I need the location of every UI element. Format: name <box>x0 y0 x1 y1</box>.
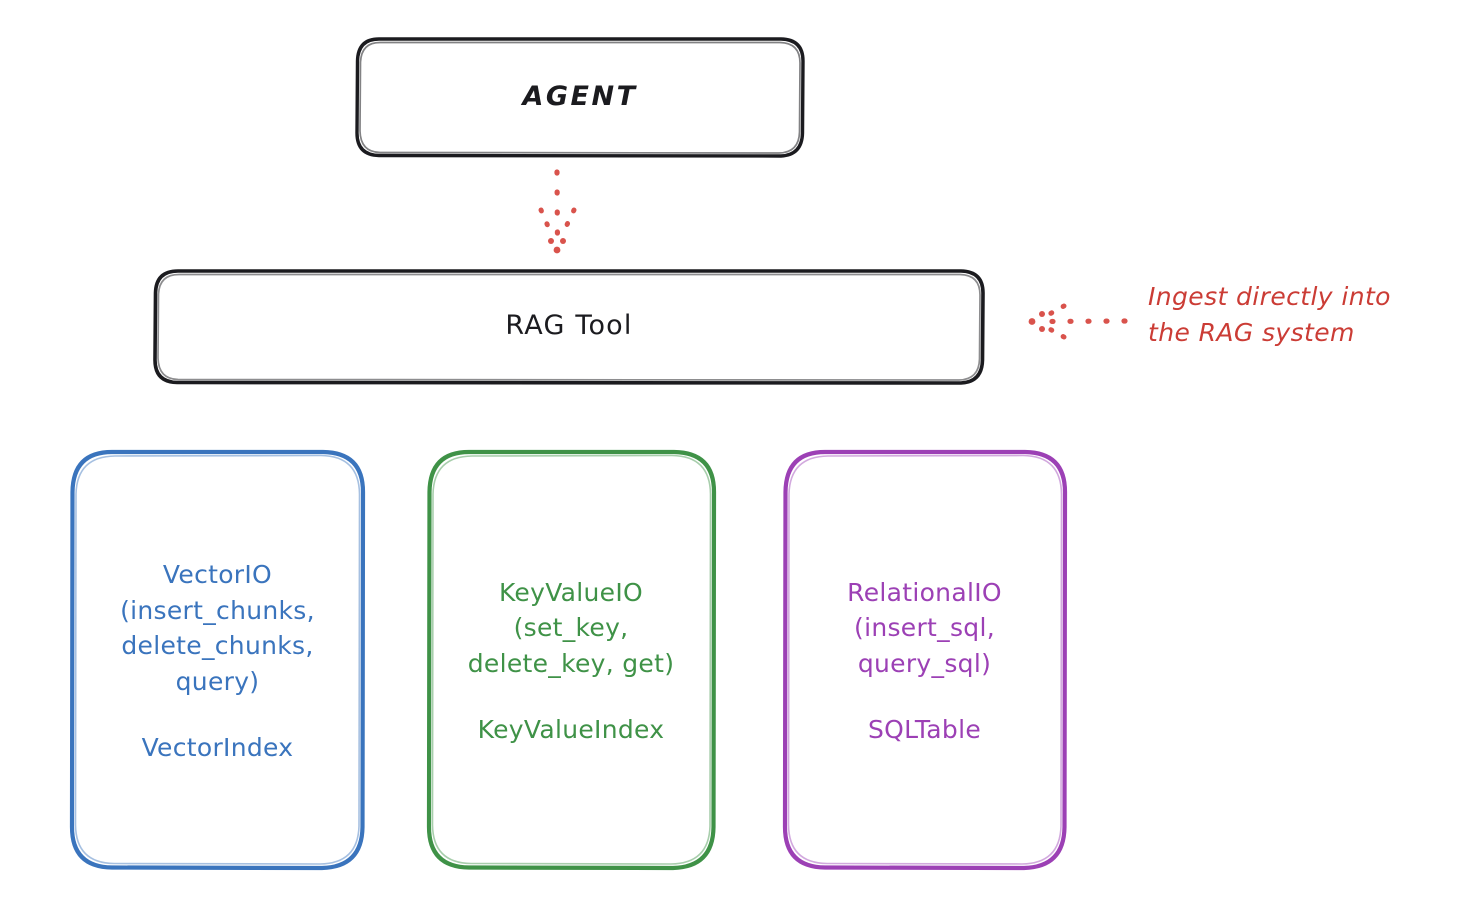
key-value-io-content: KeyValueIO (set_key, delete_key, get) Ke… <box>468 575 675 745</box>
key-value-io-api-label: KeyValueIO (set_key, delete_key, get) <box>467 577 675 678</box>
vector-io-index-label: VectorIndex <box>141 733 294 762</box>
node-rag-tool[interactable]: RAG Tool <box>155 270 983 383</box>
node-agent[interactable]: AGENT <box>357 38 803 156</box>
annotation-ingest-directly: Ingest directly into the RAG system <box>1148 282 1391 347</box>
node-rag-tool-label: RAG Tool <box>505 310 633 342</box>
rag-tool-box-outline <box>153 269 985 385</box>
vector-io-box-outline <box>69 449 366 871</box>
node-agent-label: AGENT <box>522 80 638 112</box>
connector-ingest-to-rag-tool <box>1028 303 1128 340</box>
node-relational-io[interactable]: RelationalIO (insert_sql, query_sql) SQL… <box>785 451 1064 868</box>
key-value-io-box-outline <box>426 449 717 871</box>
key-value-io-index-label: KeyValueIndex <box>477 715 665 745</box>
relational-io-content: RelationalIO (insert_sql, query_sql) SQL… <box>847 575 1002 745</box>
relational-io-index-label: SQLTable <box>867 715 982 745</box>
agent-box-outline <box>355 37 805 158</box>
relational-io-box-outline <box>782 449 1068 871</box>
relational-io-api-label: RelationalIO (insert_sql, query_sql) <box>847 577 1002 678</box>
connector-agent-to-rag-tool <box>538 169 577 254</box>
vector-io-content: VectorIO (insert_chunks, delete_chunks, … <box>120 557 315 762</box>
vector-io-api-label: VectorIO (insert_chunks, delete_chunks, … <box>120 560 315 696</box>
node-key-value-io[interactable]: KeyValueIO (set_key, delete_key, get) Ke… <box>429 451 713 868</box>
node-vector-io[interactable]: VectorIO (insert_chunks, delete_chunks, … <box>72 451 363 868</box>
